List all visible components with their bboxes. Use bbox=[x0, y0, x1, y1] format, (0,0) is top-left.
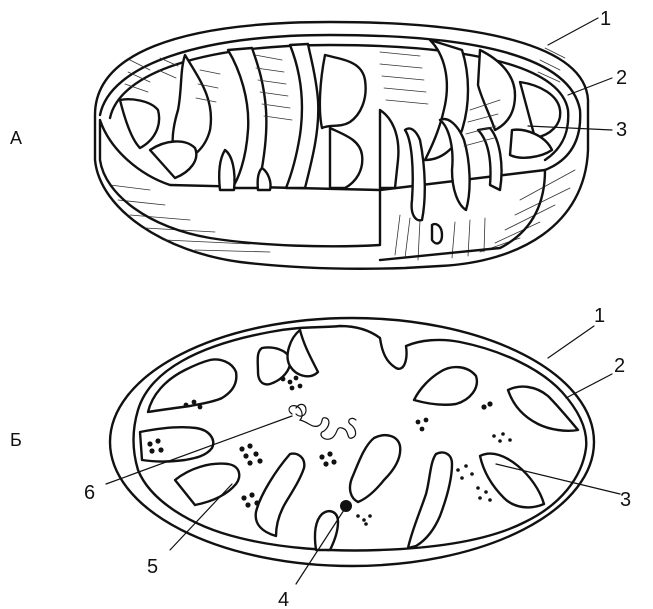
figure-b-label-5: 5 bbox=[147, 556, 158, 578]
figure-b-label-4: 4 bbox=[278, 589, 289, 609]
figure-a-label-2: 2 bbox=[616, 67, 627, 89]
figure-b-label-1: 1 bbox=[594, 305, 605, 327]
figure-b-label-6: 6 bbox=[84, 482, 95, 504]
figure-b-mitochondrion-section bbox=[110, 318, 594, 566]
figure-a-letter: А bbox=[10, 128, 22, 148]
figure-b-letter: Б bbox=[10, 430, 22, 450]
mitochondrial-ribosome bbox=[340, 500, 352, 512]
figure-a-label-1: 1 bbox=[600, 8, 611, 30]
figure-a-label-3: 3 bbox=[616, 119, 627, 141]
figure-a-mitochondrion-3d bbox=[95, 22, 588, 269]
figure-b-label-3: 3 bbox=[620, 489, 631, 511]
figure-b-label-2: 2 bbox=[614, 355, 625, 377]
